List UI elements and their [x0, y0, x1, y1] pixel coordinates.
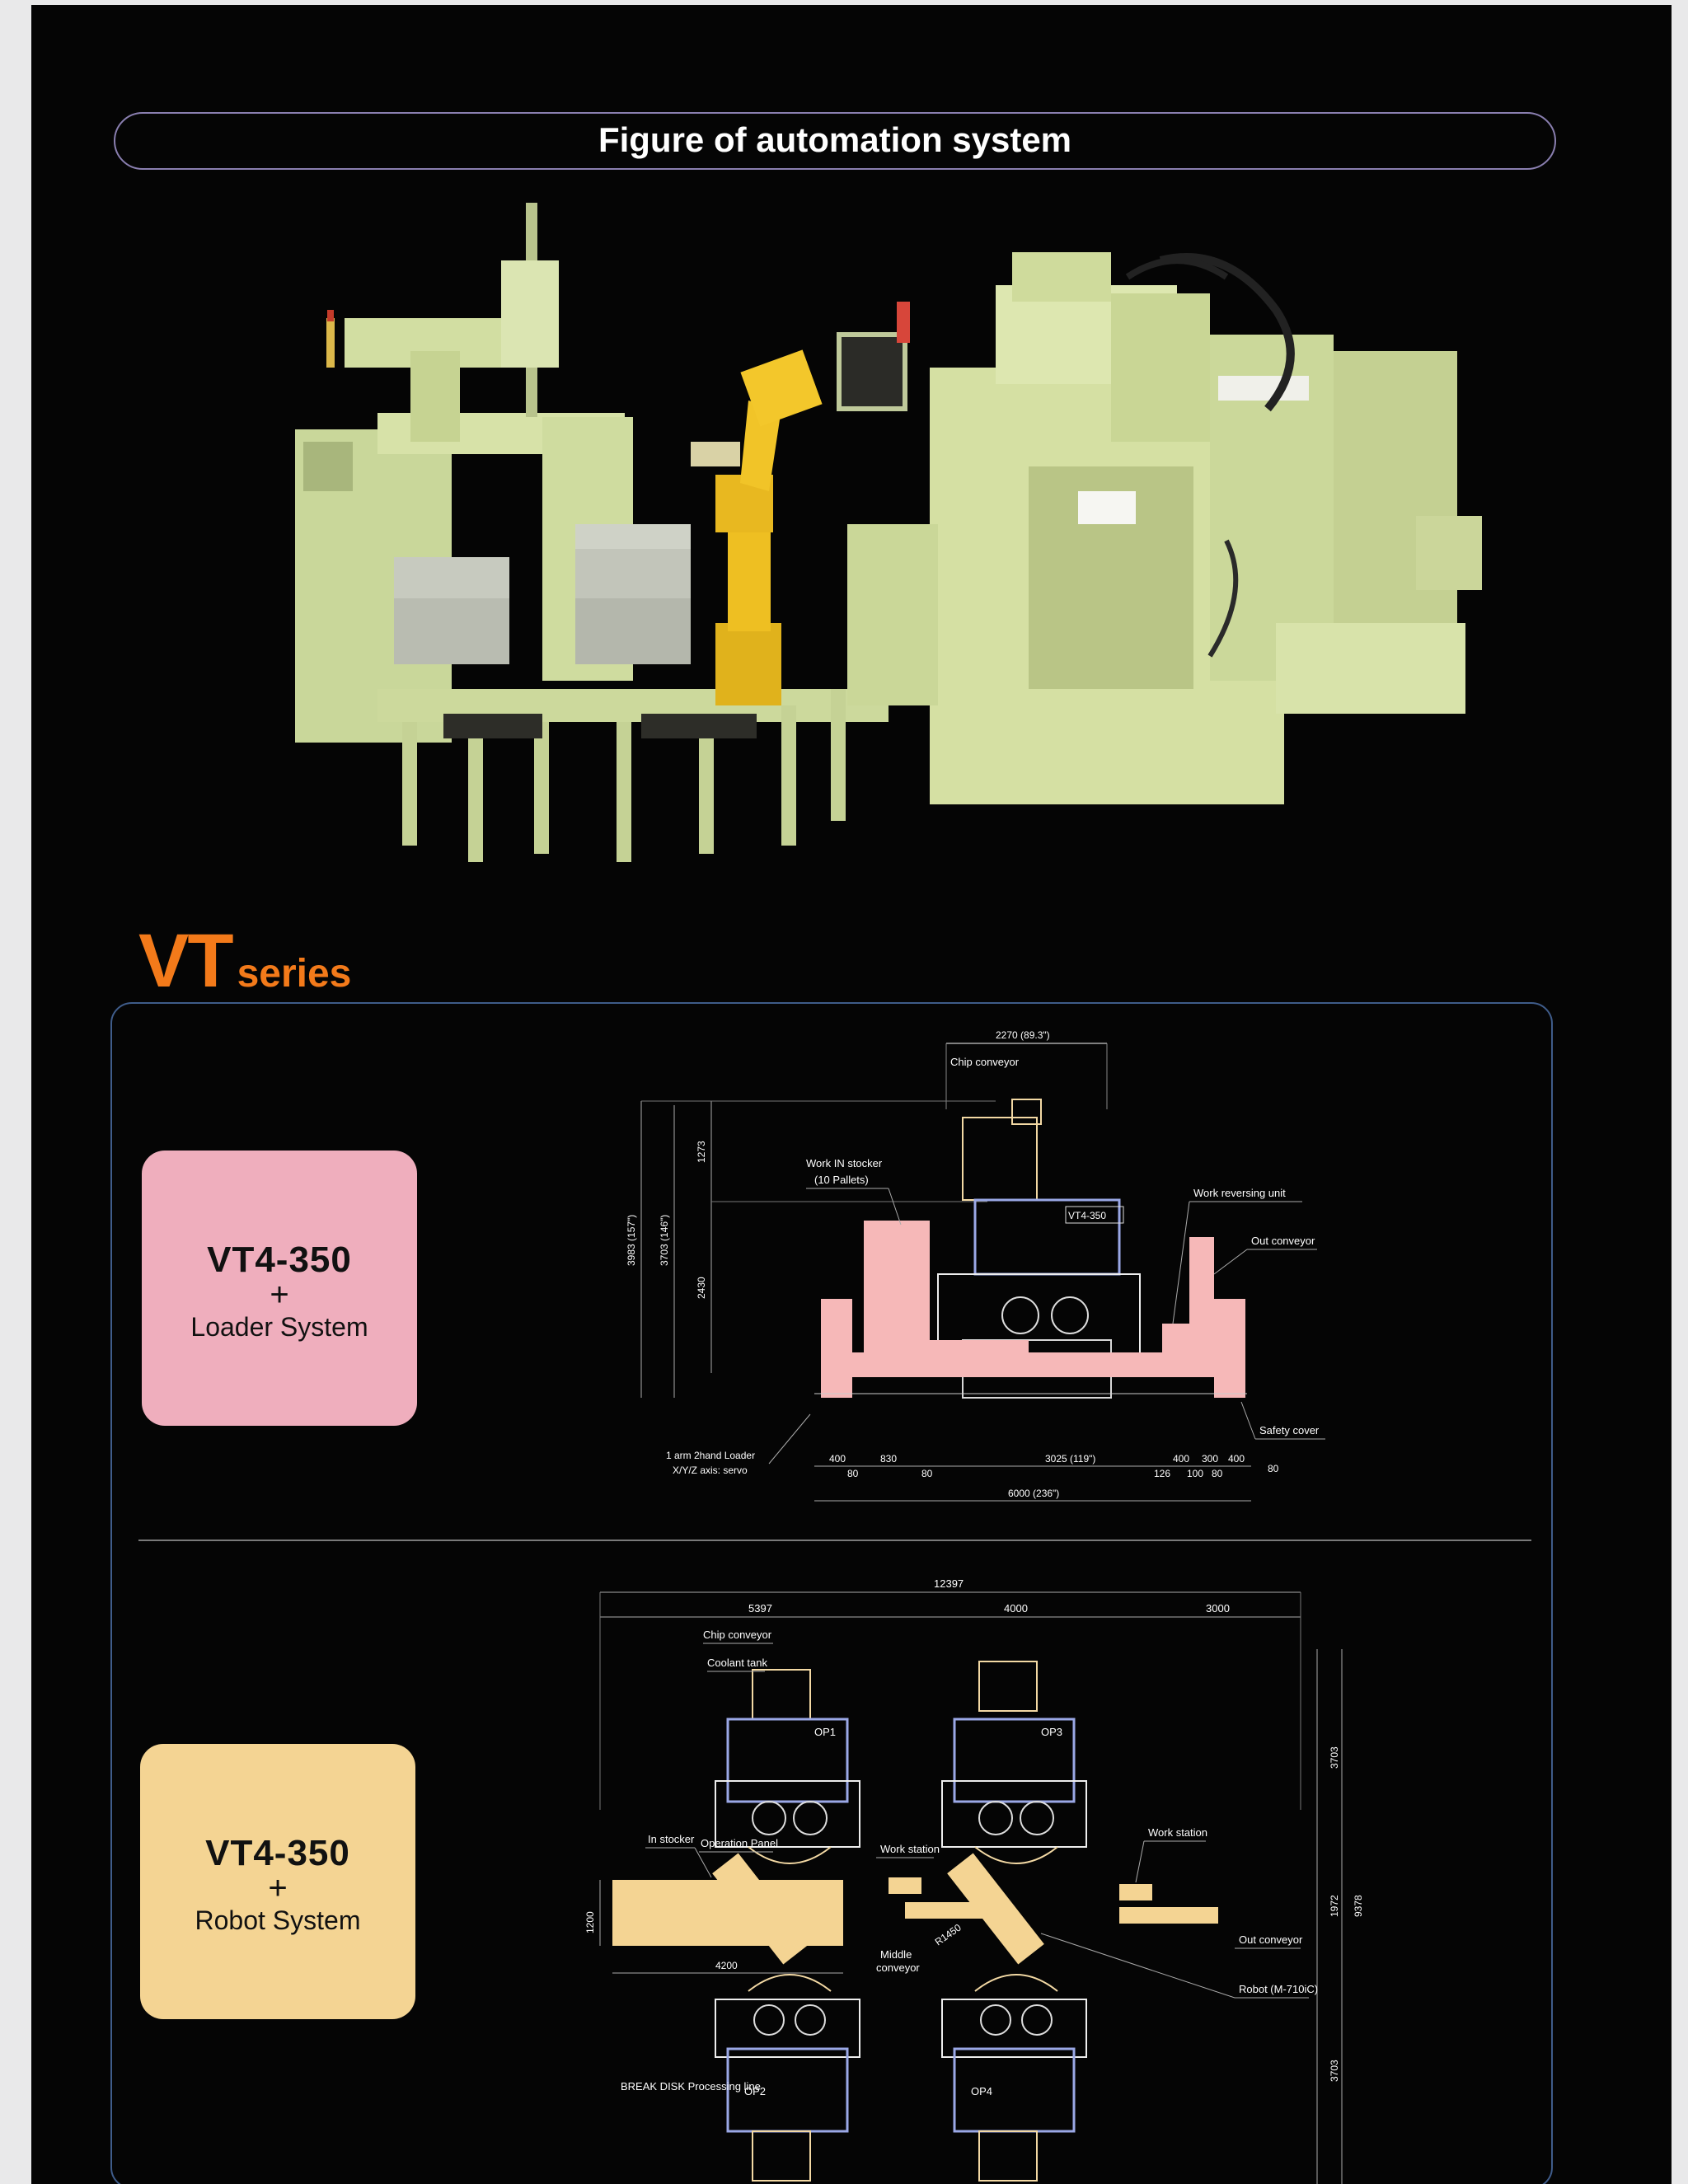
loader-system-badge: VT4-350 + Loader System	[142, 1151, 417, 1426]
op2-machine	[715, 1974, 860, 2182]
label-processing-line: BREAK DISK Processing line	[621, 2080, 761, 2093]
dim-126: 126	[1154, 1468, 1170, 1479]
loader-plus: +	[270, 1277, 289, 1313]
label-op1: OP1	[814, 1726, 836, 1738]
dim-3703: 3703 (146")	[659, 1215, 670, 1266]
signal-tower-left	[326, 318, 335, 368]
dim-1273: 1273	[696, 1141, 707, 1163]
dim-3983: 3983 (157")	[626, 1215, 637, 1266]
robot-model: VT4-350	[205, 1833, 350, 1873]
robot-layout-drawing: 12397 5397 4000 3000 3703 1972 9378 3703…	[584, 1577, 1364, 2184]
label-chip-conveyor-robot: Chip conveyor	[703, 1629, 772, 1641]
dim-6000: 6000 (236")	[1008, 1488, 1059, 1499]
label-in-stocker: In stocker	[648, 1833, 695, 1845]
dim-80d: 80	[1268, 1463, 1279, 1474]
label-safety-cover: Safety cover	[1259, 1424, 1320, 1436]
dim-9378: 9378	[1353, 1895, 1364, 1917]
tote-stack-2	[575, 549, 691, 598]
robot-base	[715, 623, 781, 705]
tote-stack-1	[394, 598, 509, 664]
dim-400a: 400	[829, 1453, 846, 1465]
label-work-in-stocker: Work IN stocker	[806, 1157, 883, 1169]
loader-model: VT4-350	[207, 1240, 352, 1280]
dim-80c: 80	[1212, 1468, 1223, 1479]
dim-830: 830	[880, 1453, 897, 1465]
dim-80b: 80	[921, 1468, 933, 1479]
dim-3000: 3000	[1206, 1602, 1230, 1615]
work-in-stocker-pink	[864, 1221, 930, 1357]
label-op3: OP3	[1041, 1726, 1062, 1738]
series-suffix: series	[237, 952, 352, 996]
series-brand: VT	[138, 919, 234, 1003]
label-loader-note-1: 1 arm 2hand Loader	[666, 1450, 755, 1461]
label-middle-1: Middle	[880, 1948, 912, 1961]
out-conveyor-robot	[1119, 1907, 1218, 1924]
label-loader-note-2: X/Y/Z axis: servo	[673, 1465, 748, 1476]
dim-1200: 1200	[584, 1911, 596, 1933]
robot-system-badge: VT4-350 + Robot System	[140, 1744, 415, 2019]
robot-plus: +	[268, 1870, 288, 1906]
label-work-reversing-unit: Work reversing unit	[1193, 1187, 1286, 1199]
dim-3703a: 3703	[1329, 1746, 1340, 1769]
dim-5397: 5397	[748, 1602, 772, 1615]
brochure-page: Figure of automation system	[31, 5, 1672, 2184]
dim-80a: 80	[847, 1468, 859, 1479]
label-operation-panel: Operation Panel	[701, 1837, 778, 1849]
dim-300: 300	[1202, 1453, 1218, 1465]
work-station-2	[1119, 1884, 1152, 1900]
label-radius: R1450	[933, 1922, 964, 1948]
dim-2270: 2270 (89.3")	[996, 1029, 1050, 1041]
label-out-conveyor-loader: Out conveyor	[1251, 1235, 1315, 1247]
dim-400b: 400	[1173, 1453, 1189, 1465]
label-work-station-2: Work station	[1148, 1826, 1207, 1839]
work-station-1	[889, 1877, 921, 1894]
loader-system-name: Loader System	[190, 1312, 368, 1342]
dim-2430: 2430	[696, 1277, 707, 1299]
label-op4: OP4	[971, 2085, 992, 2097]
op1-machine	[715, 1669, 860, 1864]
label-coolant-tank: Coolant tank	[707, 1657, 767, 1669]
dim-3025: 3025 (119")	[1045, 1453, 1095, 1465]
dim-400c: 400	[1228, 1453, 1245, 1465]
page-title: Figure of automation system	[598, 120, 1072, 159]
title-banner: Figure of automation system	[114, 112, 1556, 170]
label-out-conveyor-robot: Out conveyor	[1239, 1933, 1303, 1946]
label-work-station-1: Work station	[880, 1843, 940, 1855]
dim-3703b: 3703	[1329, 2060, 1340, 2082]
machine-outline	[962, 1117, 1038, 1201]
dim-1972: 1972	[1329, 1895, 1340, 1917]
middle-conveyor	[905, 1902, 996, 1919]
label-middle-2: conveyor	[876, 1961, 920, 1974]
automation-system-photo	[295, 203, 1482, 862]
dim-4200: 4200	[715, 1960, 738, 1971]
label-op2: OP2	[744, 2085, 766, 2097]
dim-100: 100	[1187, 1468, 1203, 1479]
dim-4000: 4000	[1004, 1602, 1028, 1615]
loader-layout-drawing: 2270 (89.3") Chip conveyor 3983 (157") 3…	[626, 1029, 1325, 1502]
label-pallets: (10 Pallets)	[814, 1174, 869, 1186]
label-chip-conveyor-loader: Chip conveyor	[950, 1056, 1020, 1068]
robot-system-name: Robot System	[195, 1905, 361, 1935]
dim-12397: 12397	[934, 1577, 964, 1590]
op3-machine	[941, 1661, 1087, 1864]
label-machine-vt4-350: VT4-350	[1068, 1210, 1106, 1221]
robot-1	[712, 1853, 809, 1965]
control-panel	[837, 332, 907, 411]
label-robot: Robot (M-710iC)	[1239, 1983, 1318, 1995]
systems-panel	[110, 1002, 1553, 2184]
robot-arm	[740, 349, 823, 427]
op4-machine	[941, 1974, 1087, 2182]
coolant-unit	[1416, 516, 1482, 590]
section-divider	[138, 1540, 1531, 1541]
